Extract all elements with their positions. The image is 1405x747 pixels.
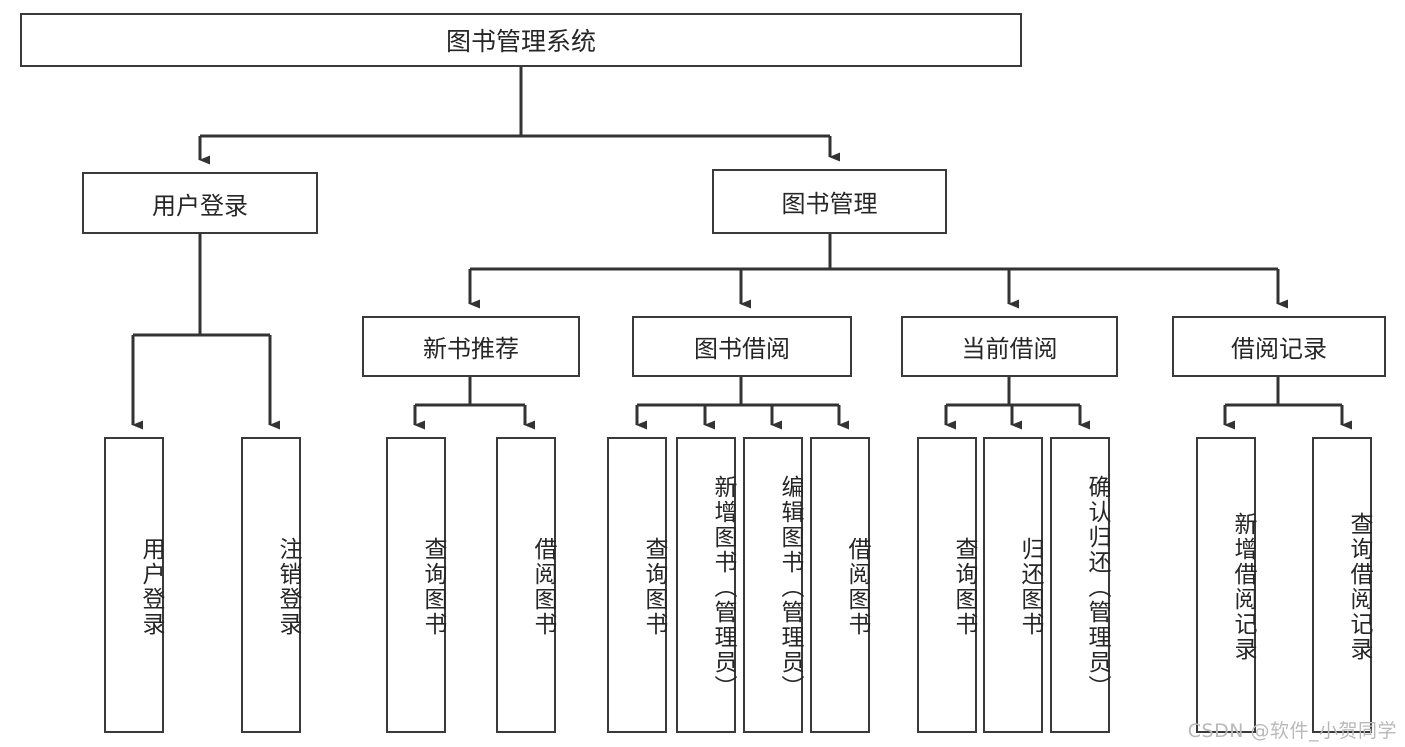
leaf-logout-login-label: 注销登录	[275, 537, 301, 637]
leaf-borrow-book-2-label: 借阅图书	[844, 537, 870, 637]
leaf-query-borrow-record[interactable]: 查询借阅记录	[1312, 437, 1372, 733]
leaf-confirm-return[interactable]: 确认归还（管理员）	[1050, 437, 1110, 733]
leaf-query-book-1[interactable]: 查询图书	[386, 437, 446, 733]
node-book-management[interactable]: 图书管理	[712, 169, 947, 234]
leaf-query-book-3[interactable]: 查询图书	[917, 437, 977, 733]
leaf-edit-book-label: 编辑图书（管理员）	[777, 474, 803, 700]
leaf-borrow-book-1[interactable]: 借阅图书	[496, 437, 556, 733]
leaf-query-book-2-label: 查询图书	[641, 537, 667, 637]
leaf-confirm-return-label: 确认归还（管理员）	[1084, 474, 1110, 700]
node-borrow-record-label: 借阅记录	[1231, 335, 1327, 363]
node-current-borrow-label: 当前借阅	[961, 335, 1058, 363]
leaf-edit-book[interactable]: 编辑图书（管理员）	[743, 437, 803, 733]
leaf-add-book[interactable]: 新增图书（管理员）	[676, 437, 736, 733]
leaf-query-book-3-label: 查询图书	[951, 537, 977, 637]
node-book-borrow-label: 图书借阅	[694, 335, 790, 363]
leaf-borrow-book-1-label: 借阅图书	[530, 537, 556, 637]
leaf-add-borrow-record[interactable]: 新增借阅记录	[1196, 437, 1256, 733]
watermark: CSDN @软件_小贺同学	[1187, 720, 1397, 742]
leaf-add-book-label: 新增图书（管理员）	[710, 474, 736, 700]
node-user-login-label: 用户登录	[152, 191, 248, 220]
node-new-book-recommend[interactable]: 新书推荐	[362, 316, 580, 377]
leaf-return-book[interactable]: 归还图书	[983, 437, 1043, 733]
leaf-user-login[interactable]: 用户登录	[104, 437, 164, 733]
node-current-borrow[interactable]: 当前借阅	[901, 316, 1118, 377]
leaf-add-borrow-record-label: 新增借阅记录	[1230, 512, 1256, 662]
leaf-query-borrow-record-label: 查询借阅记录	[1346, 512, 1372, 662]
leaf-logout-login[interactable]: 注销登录	[241, 437, 301, 733]
leaf-borrow-book-2[interactable]: 借阅图书	[810, 437, 870, 733]
leaf-query-book-2[interactable]: 查询图书	[607, 437, 667, 733]
node-root-label: 图书管理系统	[445, 27, 596, 56]
node-user-login[interactable]: 用户登录	[82, 172, 318, 234]
node-book-management-label: 图书管理	[781, 190, 878, 218]
node-book-borrow[interactable]: 图书借阅	[632, 316, 852, 377]
leaf-user-login-label: 用户登录	[138, 537, 164, 637]
leaf-query-book-1-label: 查询图书	[420, 537, 446, 637]
leaf-return-book-label: 归还图书	[1017, 537, 1043, 637]
node-borrow-record[interactable]: 借阅记录	[1172, 316, 1386, 377]
node-new-book-recommend-label: 新书推荐	[423, 335, 519, 363]
node-root[interactable]: 图书管理系统	[20, 13, 1022, 67]
